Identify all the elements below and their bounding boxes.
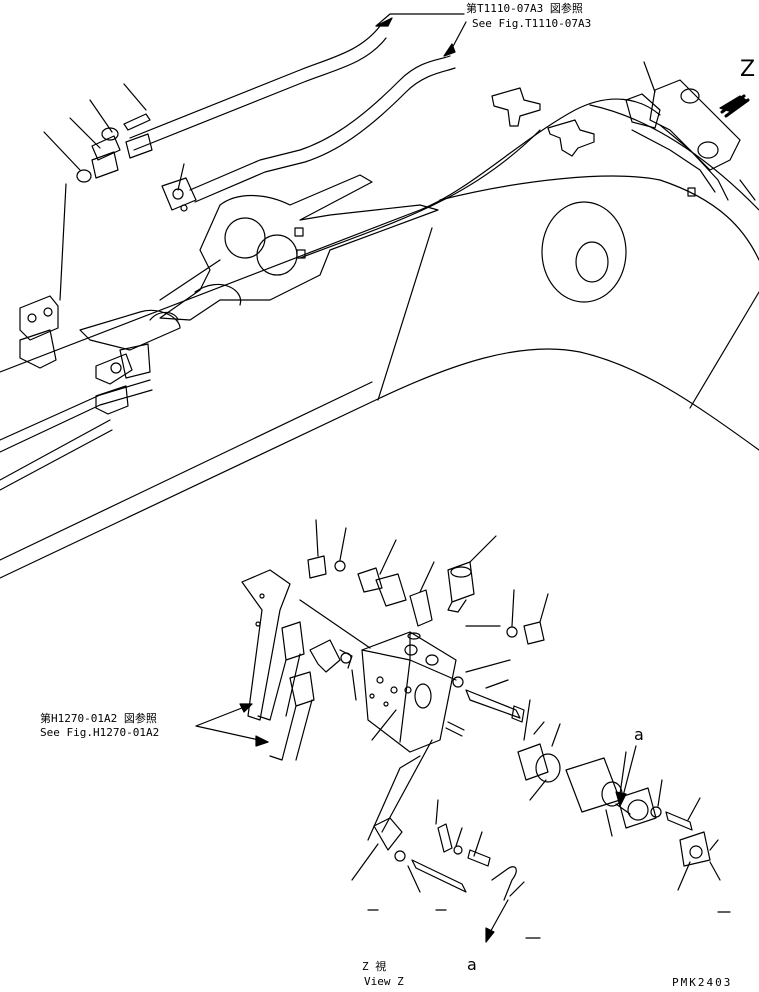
flange-and-washers (618, 788, 710, 866)
reference-mid-en: See Fig.H1270-01A2 (40, 726, 160, 739)
bracket-plate-left (242, 570, 290, 720)
view-caption-en: View Z (364, 975, 404, 988)
boom-body (0, 99, 759, 578)
pipe-clamp-left (20, 296, 58, 368)
lower-leaders (300, 520, 720, 896)
upper-leaders (44, 14, 655, 300)
hose-fittings (258, 622, 314, 760)
reference-arrows (196, 704, 268, 746)
mounting-bolts (446, 677, 524, 736)
view-z-arrow (720, 96, 748, 116)
lower-clamp-parts (374, 818, 516, 900)
bottom-ticks (368, 910, 730, 938)
pressure-switch (448, 562, 474, 612)
detail-a-arrows (486, 746, 636, 942)
check-valve-assembly (518, 744, 630, 814)
reference-top-jp: 第T1110-07A3 図参照 (466, 2, 583, 15)
view-caption-jp: Z 視 (362, 960, 387, 973)
detail-a-marker-right: a (634, 725, 644, 744)
boom-piping (0, 26, 455, 490)
upper-valve-group (626, 80, 755, 200)
reference-top-en: See Fig.T1110-07A3 (472, 17, 592, 30)
flange-fitting (162, 178, 196, 211)
plugs-and-orings (308, 556, 544, 644)
boom-brackets (492, 88, 594, 156)
pipe-clamp-mid (96, 344, 150, 414)
elbow-fittings (310, 568, 432, 672)
drawing-code: PMK2403 (672, 976, 733, 989)
detail-a-marker-bottom: a (467, 955, 477, 974)
exploded-clamp-parts (77, 114, 152, 182)
reference-mid-jp: 第H1270-01A2 図参照 (40, 712, 157, 725)
valve-block (362, 632, 456, 752)
view-z-marker: Z (740, 57, 756, 82)
lower-plate (80, 310, 180, 350)
link-bracket (160, 175, 438, 320)
